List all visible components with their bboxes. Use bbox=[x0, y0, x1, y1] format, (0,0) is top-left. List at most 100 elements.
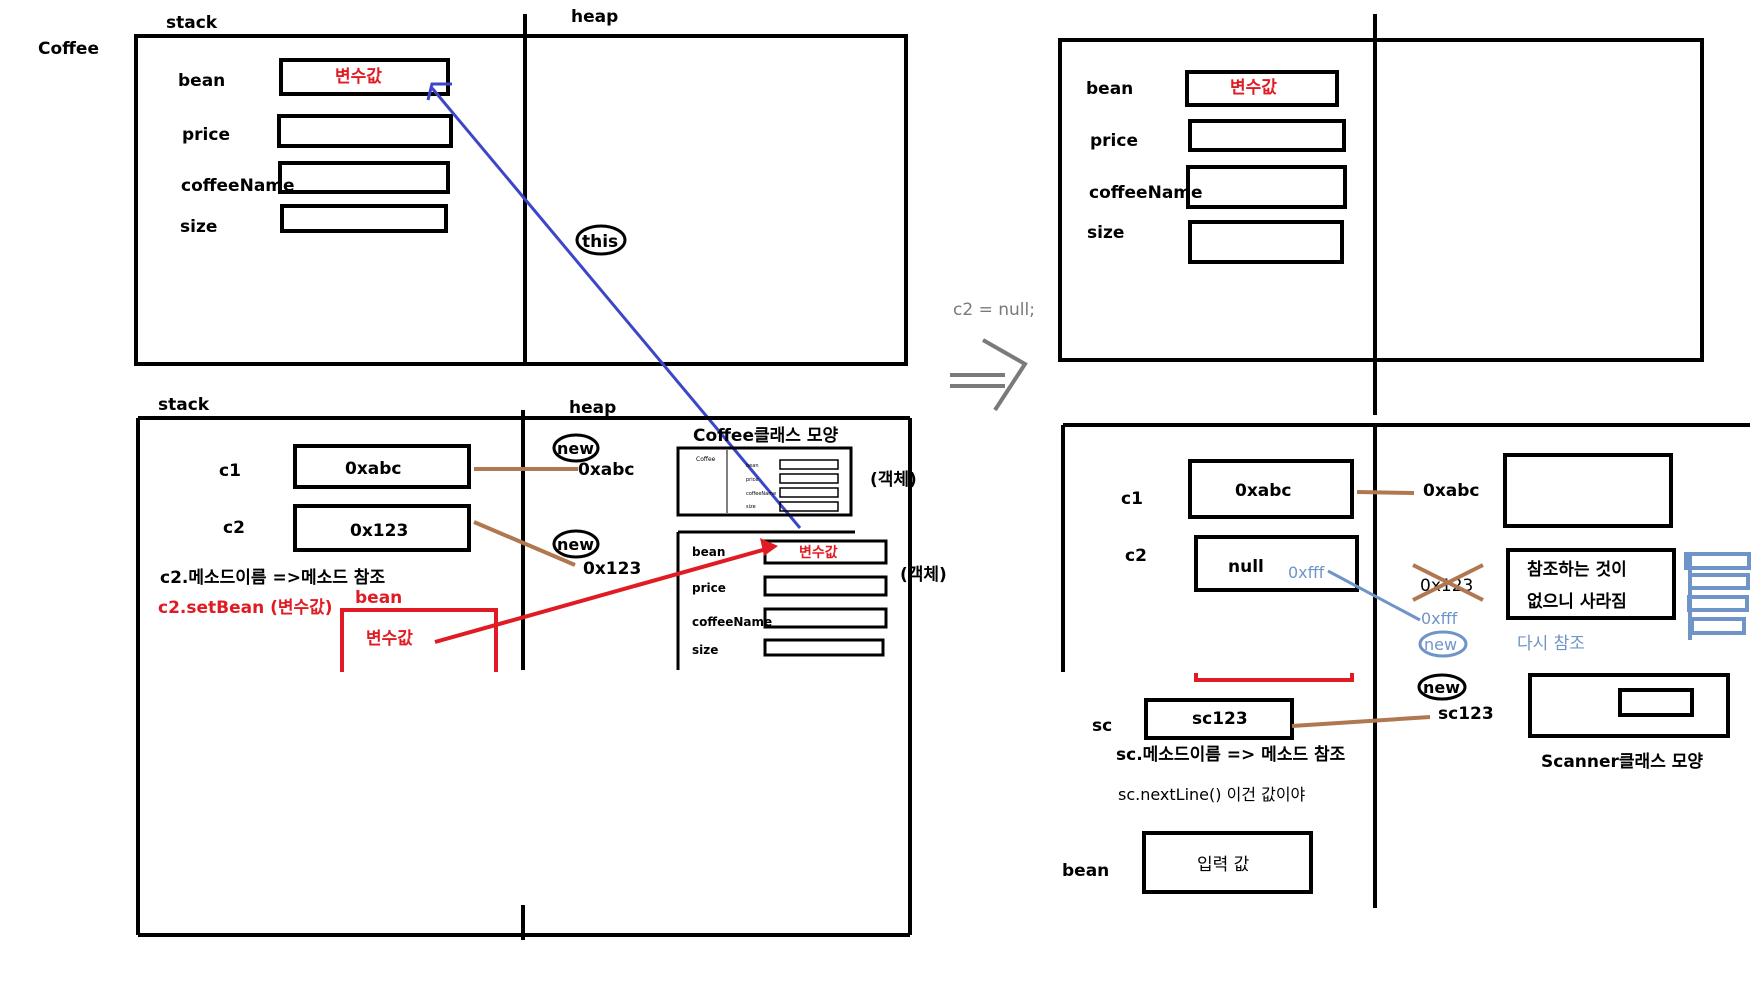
size-field-box bbox=[280, 204, 448, 233]
new-badge-2 bbox=[552, 529, 600, 559]
coffee-class-shape-label: Coffee클래스 모양 bbox=[693, 426, 838, 446]
sc-method-ref-text: sc.메소드이름 => 메소드 참조 bbox=[1116, 744, 1346, 765]
c1-value: 0xabc bbox=[345, 459, 402, 479]
new-object-stack-3 bbox=[1687, 595, 1749, 612]
right-object2-box bbox=[1506, 548, 1676, 620]
c1-box bbox=[293, 444, 471, 489]
object2-field-size: size bbox=[692, 643, 718, 657]
right-field-label-bean: bean bbox=[1086, 79, 1133, 99]
param-bean-label: bean bbox=[355, 588, 402, 608]
object1-field-price: price bbox=[746, 477, 758, 483]
right-bean-field-value: 변수값 bbox=[1230, 78, 1277, 98]
top-right-frame bbox=[1058, 38, 1704, 362]
right-c2-new-link bbox=[1327, 569, 1421, 622]
sc-value: sc123 bbox=[1192, 709, 1248, 729]
scanner-object-box bbox=[1528, 673, 1730, 738]
c2-null-assignment: c2 = null; bbox=[953, 300, 1035, 320]
scanner-shape-label: Scanner클래스 모양 bbox=[1541, 752, 1703, 772]
param-bean-box bbox=[340, 608, 498, 672]
right-c1-link-line bbox=[1356, 490, 1415, 495]
right-c1-box bbox=[1188, 459, 1354, 519]
right-c2-box bbox=[1194, 535, 1359, 592]
new-object-stack-2 bbox=[1688, 573, 1750, 590]
top-left-heap-label: heap bbox=[571, 7, 618, 27]
this-reference-arrow bbox=[430, 87, 802, 529]
scanner-new-badge bbox=[1417, 673, 1467, 701]
c2-label: c2 bbox=[223, 518, 245, 538]
coffee-class-label: Coffee bbox=[38, 39, 99, 59]
right-addr-new: 0xfff bbox=[1421, 609, 1458, 628]
top-left-stack-label: stack bbox=[166, 13, 218, 33]
cross-out-line-b bbox=[1412, 563, 1484, 602]
object1-field-bean: bean bbox=[746, 463, 758, 469]
object2-field-bean: bean bbox=[692, 545, 725, 559]
bottom-left-heap-label: heap bbox=[569, 398, 616, 418]
right-c1-value: 0xabc bbox=[1235, 481, 1292, 501]
right-c2-new-addr: 0xfff bbox=[1288, 563, 1325, 582]
right-object1-box bbox=[1503, 453, 1673, 528]
input-value-box bbox=[1142, 831, 1313, 894]
new-label-1: new bbox=[557, 439, 594, 458]
right-c2-value: null bbox=[1228, 557, 1264, 577]
field-label-size: size bbox=[180, 217, 217, 237]
right-coffeename-field-box bbox=[1186, 165, 1347, 209]
object1-box-coffeename bbox=[779, 487, 839, 498]
right-bean-label: bean bbox=[1062, 861, 1109, 881]
this-badge bbox=[575, 224, 627, 256]
object1-header: Coffee bbox=[696, 456, 716, 463]
new-object-stack-1 bbox=[1684, 552, 1751, 570]
object1-box-bean bbox=[779, 459, 839, 470]
right-bean-field-box bbox=[1185, 70, 1339, 107]
top-left-frame bbox=[134, 34, 908, 366]
sc-nextline-text: sc.nextLine() 이건 값이야 bbox=[1118, 785, 1306, 804]
c1-label: c1 bbox=[219, 461, 241, 481]
object1-field-size: size bbox=[746, 504, 756, 510]
object2-field-coffeename: coffeeName bbox=[692, 615, 772, 629]
red-bracket bbox=[1194, 673, 1354, 682]
field-label-coffeename: coffeeName bbox=[181, 176, 295, 196]
this-label: this bbox=[582, 232, 618, 252]
scanner-inner-box bbox=[1618, 688, 1694, 717]
right-addr-label-1: 0xabc bbox=[1423, 481, 1480, 501]
object2-bean-value: 변수값 bbox=[799, 545, 838, 561]
object2-label: (객체) bbox=[900, 565, 947, 585]
right-c2-label: c2 bbox=[1125, 546, 1147, 566]
field-label-price: price bbox=[182, 125, 230, 145]
sc-label: sc bbox=[1092, 716, 1112, 736]
re-reference-label: 다시 참조 bbox=[1517, 634, 1585, 654]
right-field-label-price: price bbox=[1090, 131, 1138, 151]
object1-box-size bbox=[779, 501, 839, 512]
bottom-left-stack-label: stack bbox=[158, 395, 210, 415]
right-new-label-blue: new bbox=[1424, 635, 1457, 654]
right-size-field-box bbox=[1188, 220, 1344, 264]
object2-box-size bbox=[763, 638, 885, 657]
c2-value: 0x123 bbox=[350, 521, 408, 541]
right-price-field-box bbox=[1188, 119, 1346, 152]
bean-field-box bbox=[279, 58, 450, 96]
sc-addr-label: sc123 bbox=[1438, 704, 1494, 724]
sc-box bbox=[1144, 698, 1294, 740]
scanner-new-label: new bbox=[1423, 678, 1460, 697]
new-label-2: new bbox=[557, 535, 594, 554]
object2-field-price: price bbox=[692, 581, 726, 595]
no-ref-line2: 없으니 사라짐 bbox=[1527, 592, 1627, 612]
right-c1-label: c1 bbox=[1121, 489, 1143, 509]
setbean-arrow bbox=[434, 546, 771, 644]
new-object-stack-4 bbox=[1690, 617, 1746, 635]
param-bean-value: 변수값 bbox=[366, 629, 413, 649]
object2-box-coffeename bbox=[763, 607, 888, 629]
setbean-call-text: c2.setBean (변수값) bbox=[158, 598, 333, 618]
right-field-label-coffeename: coffeeName bbox=[1089, 183, 1203, 203]
object1-box-price bbox=[779, 473, 839, 484]
method-ref-text: c2.메소드이름 =>메소드 참조 bbox=[160, 567, 385, 588]
addr-label-2: 0x123 bbox=[583, 559, 641, 579]
object2-box-price bbox=[763, 575, 888, 597]
c2-link-line bbox=[473, 520, 576, 567]
right-field-label-size: size bbox=[1087, 223, 1124, 243]
setbean-arrow-head bbox=[760, 538, 778, 556]
object1-label: (객체) bbox=[870, 470, 917, 490]
addr-label-1: 0xabc bbox=[578, 460, 635, 480]
no-ref-line1: 참조하는 것이 bbox=[1527, 559, 1627, 580]
transition-arrow-head bbox=[982, 338, 1028, 412]
